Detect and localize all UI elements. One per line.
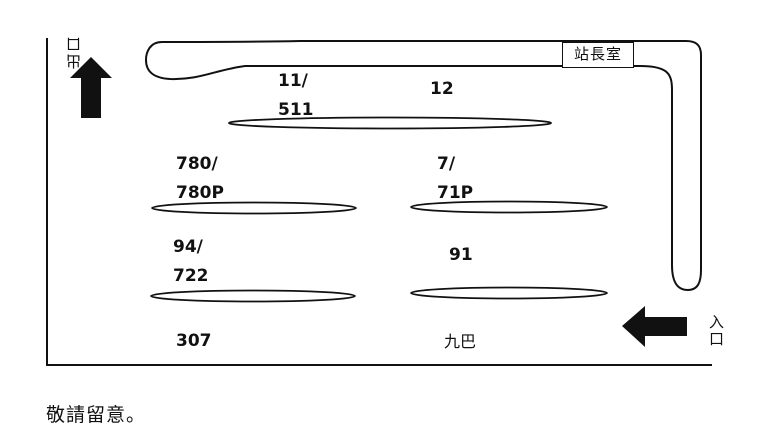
entrance-arrow-icon <box>622 306 687 347</box>
platform-island-top <box>228 116 552 130</box>
walkway-outline <box>144 40 702 292</box>
stop-label-line: 九巴 <box>444 332 477 351</box>
stop-label-line: 722 <box>173 266 209 286</box>
platform-island-low-left <box>150 289 356 303</box>
entrance-label: 入口 <box>707 314 725 348</box>
stop-label-line: 11/ <box>278 71 308 91</box>
stop-label-line: 71P <box>437 183 474 203</box>
stop-label-91: 91 <box>449 241 473 270</box>
platform-island-low-right <box>410 286 608 300</box>
stop-label-780-780p: 780/ 780P <box>176 150 224 208</box>
stop-label-line: 94/ <box>173 237 203 257</box>
notice-text: 敬請留意。 <box>46 404 147 426</box>
stop-label-line: 780/ <box>176 154 218 174</box>
stop-label-kmb: 九巴 <box>444 327 476 356</box>
stop-label-11-511: 11/ 511 <box>278 67 314 125</box>
stop-label-307: 307 <box>176 327 212 356</box>
platform-island-mid-left <box>151 201 357 215</box>
stop-label-line: 91 <box>449 245 473 265</box>
exit-arrow-icon <box>70 57 112 118</box>
station-master-room-label: 站長室 <box>562 42 634 68</box>
stop-label-12: 12 <box>430 75 454 104</box>
stop-label-line: 511 <box>278 100 314 120</box>
stop-label-7-71p: 7/ 71P <box>437 150 473 208</box>
exit-label: 出口 <box>65 35 83 69</box>
stop-label-94-722: 94/ 722 <box>173 233 209 291</box>
stop-label-line: 12 <box>430 79 454 99</box>
stop-label-line: 307 <box>176 331 212 351</box>
platform-island-mid-right <box>410 200 608 214</box>
stop-label-line: 7/ <box>437 154 456 174</box>
stop-label-line: 780P <box>176 183 224 203</box>
